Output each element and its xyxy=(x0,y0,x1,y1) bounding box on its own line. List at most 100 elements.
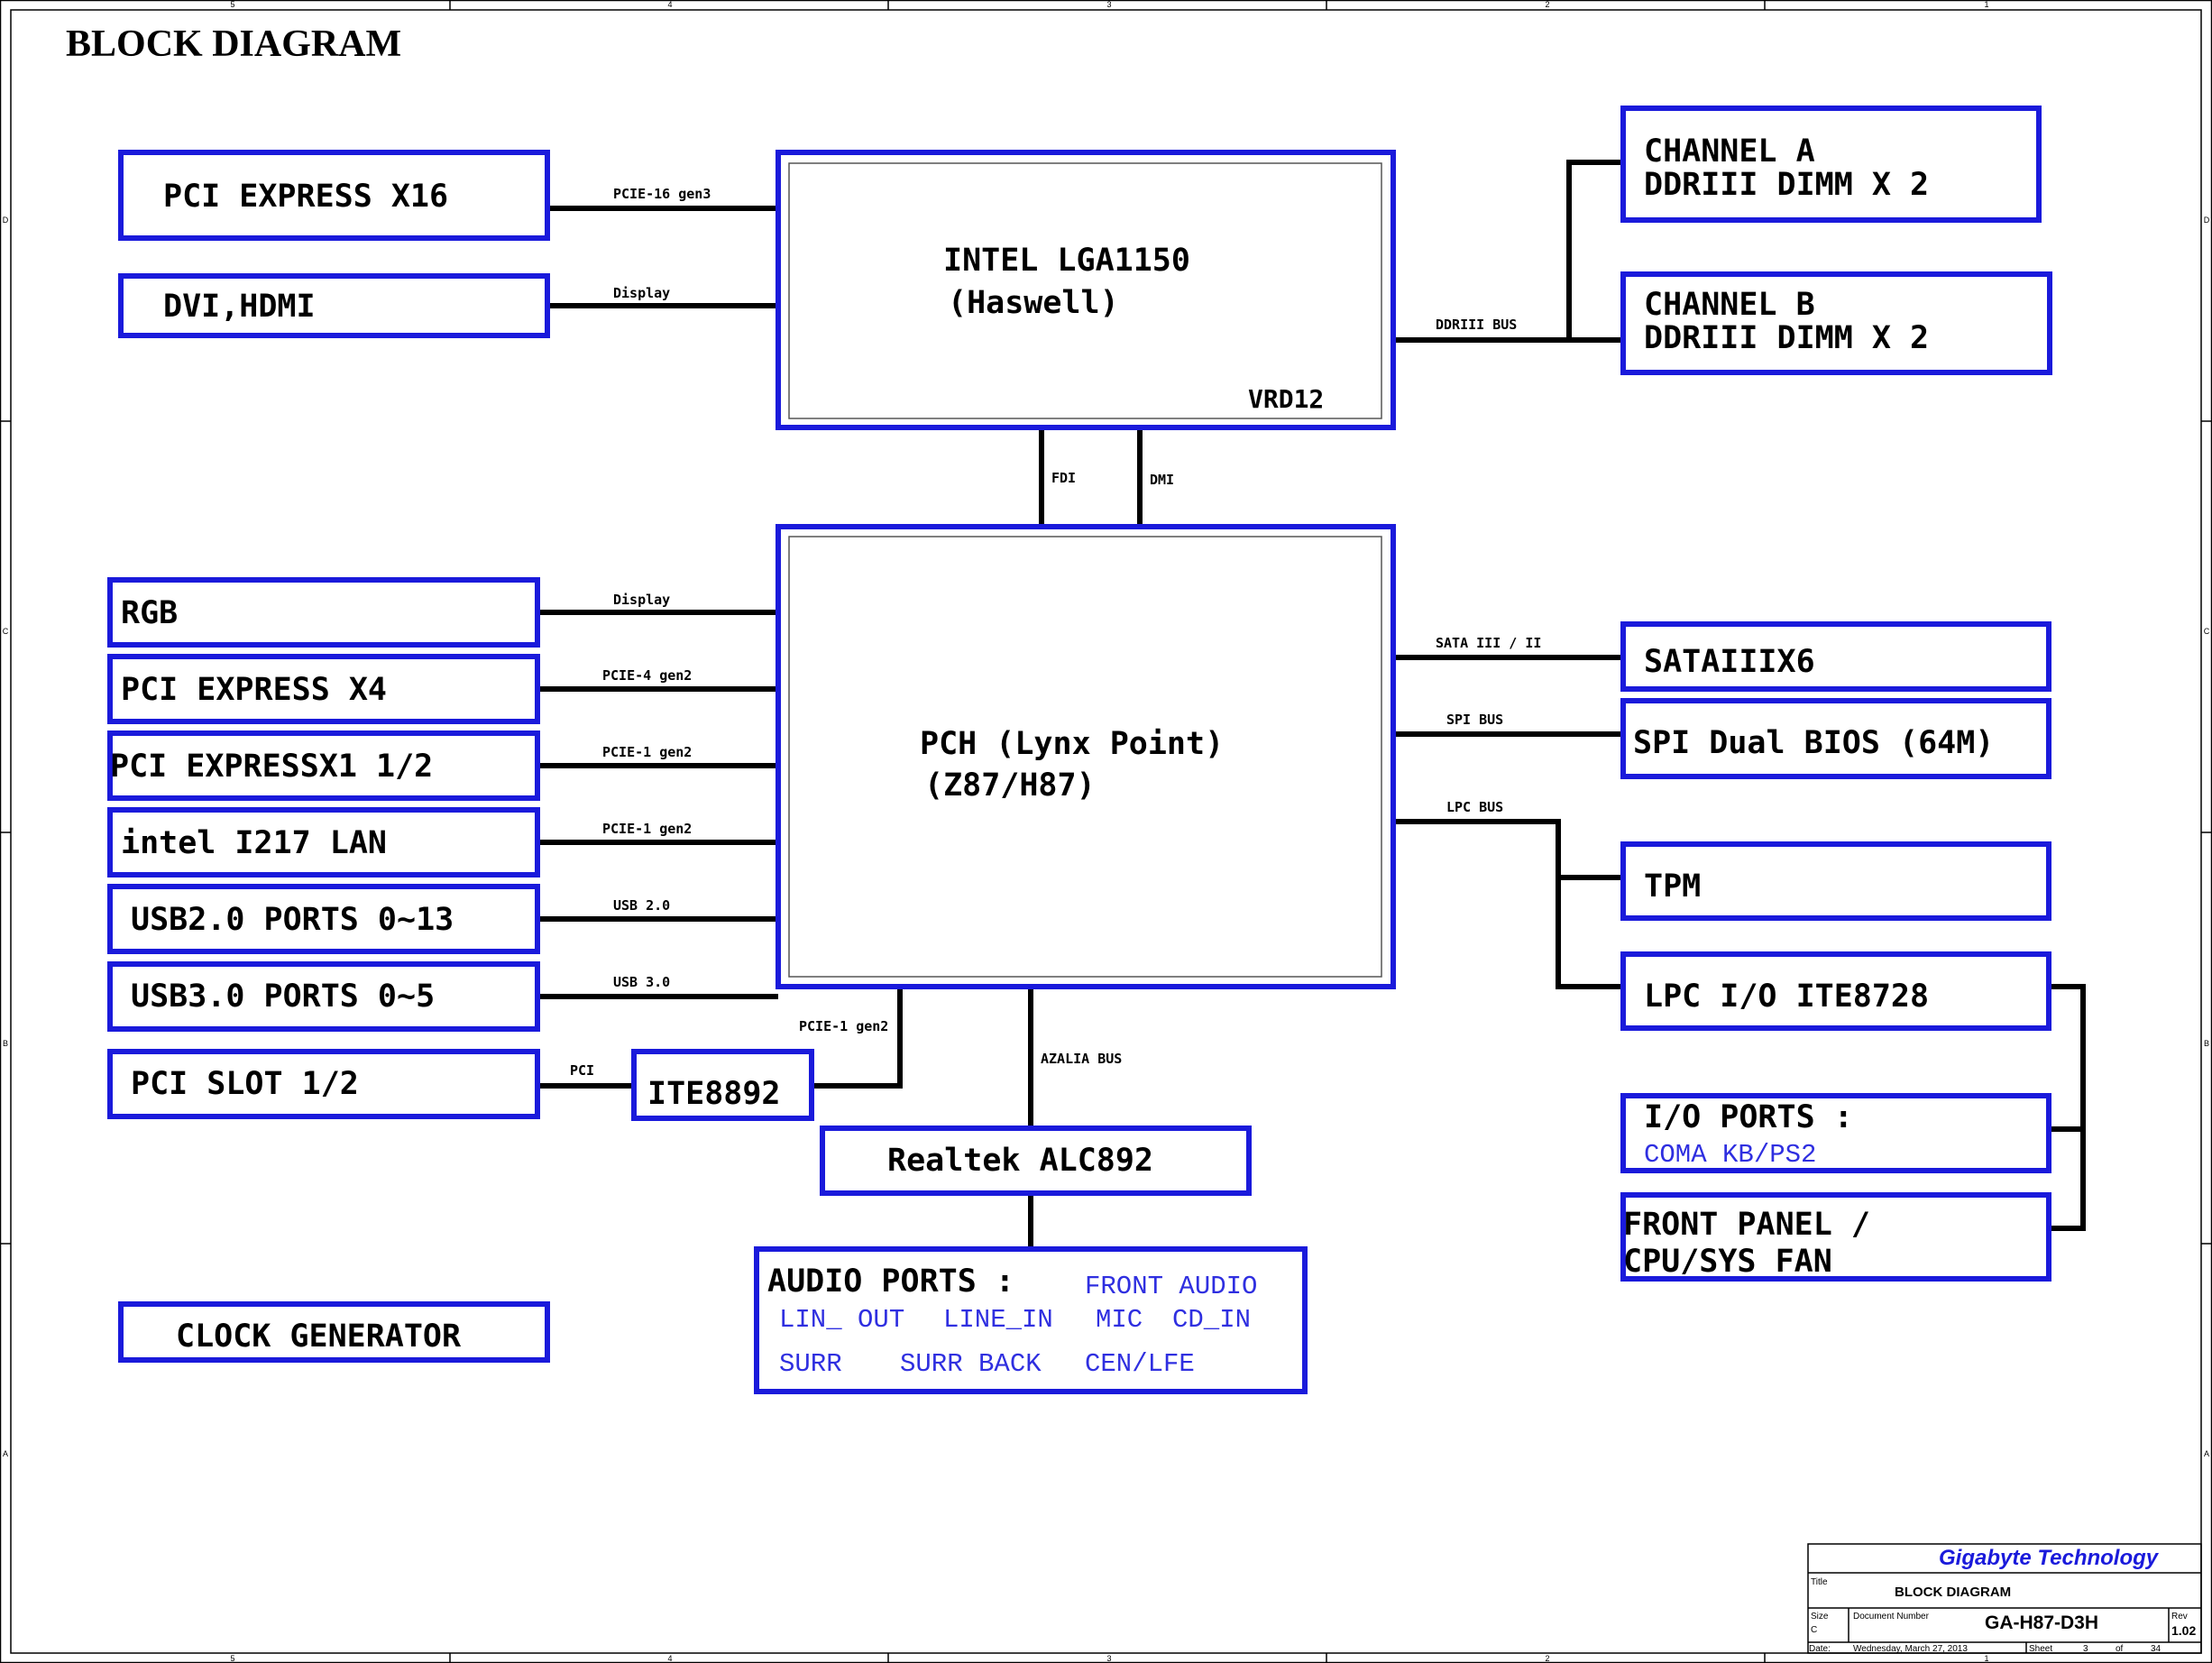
front-panel-line1: FRONT PANEL / xyxy=(1623,1207,1870,1243)
clock-label: CLOCK GENERATOR xyxy=(176,1318,462,1355)
bus-label-pcie1b: PCIE-1 gen2 xyxy=(602,821,692,837)
channel-b-block xyxy=(1620,271,2052,375)
bus-label-display-cpu: Display xyxy=(613,285,670,301)
cpu-block-inner xyxy=(788,162,1382,419)
rgb-block xyxy=(107,577,540,648)
pcie-x4-label: PCI EXPRESS X4 xyxy=(121,672,387,708)
tpm-block xyxy=(1620,841,2051,921)
bus-label-dmi: DMI xyxy=(1150,472,1174,488)
date-label: Date: xyxy=(1809,1644,1831,1654)
lan-label: intel I217 LAN xyxy=(121,825,387,861)
wire-ddr xyxy=(1393,160,1623,343)
audio-port: MIC xyxy=(1096,1305,1143,1335)
usb2-label: USB2.0 PORTS 0~13 xyxy=(131,902,454,938)
lan-block xyxy=(107,807,540,877)
realtek-block xyxy=(820,1126,1252,1196)
bus-label-pcie1c: PCIE-1 gen2 xyxy=(799,1018,888,1034)
tpm-label: TPM xyxy=(1644,868,1701,905)
audio-block xyxy=(754,1246,1308,1394)
ite8892-block xyxy=(631,1049,814,1121)
pch-label-line1: PCH (Lynx Point) xyxy=(920,726,1224,762)
bus-label-lpc: LPC BUS xyxy=(1446,799,1503,815)
clock-block xyxy=(118,1301,550,1363)
pci-slot-block xyxy=(107,1049,540,1119)
bus-label-sata: SATA III / II xyxy=(1436,635,1541,651)
sheet-label: Sheet xyxy=(2029,1644,2052,1654)
io-ports-title: I/O PORTS : xyxy=(1644,1099,1853,1135)
row-label: C xyxy=(2204,627,2210,636)
lpc-io-label: LPC I/O ITE8728 xyxy=(1644,979,1929,1015)
dvi-hdmi-block xyxy=(118,273,550,338)
col-label: 3 xyxy=(1106,0,1111,9)
pcie-x16-label: PCI EXPRESS X16 xyxy=(163,179,448,215)
audio-front: FRONT AUDIO xyxy=(1085,1272,1257,1301)
cpu-label-line2: (Haswell) xyxy=(948,285,1119,321)
date-value: Wednesday, March 27, 2013 xyxy=(1853,1644,1968,1654)
channel-b-line1: CHANNEL B xyxy=(1644,287,1815,323)
bus-label-spi: SPI BUS xyxy=(1446,712,1503,728)
bus-label-usb20: USB 2.0 xyxy=(613,897,670,914)
pcie-x1-block xyxy=(107,730,540,801)
bus-label-pcie1a: PCIE-1 gen2 xyxy=(602,744,692,760)
of-label: of xyxy=(2116,1644,2124,1654)
sata-block xyxy=(1620,621,2051,692)
block-labels: INTEL LGA1150 (Haswell) VRD12 PCH (Lynx … xyxy=(110,133,1994,1379)
size-label: Size xyxy=(1811,1612,1829,1622)
col-label: 4 xyxy=(667,0,672,9)
bus-label-pcie16: PCIE-16 gen3 xyxy=(613,186,711,202)
col-label: 1 xyxy=(1984,0,1988,9)
row-label: D xyxy=(3,216,9,225)
ite8892-label: ITE8892 xyxy=(647,1076,781,1112)
pch-block xyxy=(776,524,1396,989)
channel-a-line2: DDRIII DIMM X 2 xyxy=(1644,167,1929,203)
title-label: Title xyxy=(1811,1577,1828,1587)
col-label: 3 xyxy=(1106,1654,1111,1663)
col-label: 1 xyxy=(1984,1654,1988,1663)
usb2-block xyxy=(107,884,540,954)
wire-lpc xyxy=(1393,819,1623,989)
row-label: C xyxy=(3,627,9,636)
bus-label-display-pch: Display xyxy=(613,592,670,608)
bus-label-usb30: USB 3.0 xyxy=(613,974,670,990)
rev-label: Rev xyxy=(2171,1612,2188,1622)
bus-label-pci: PCI xyxy=(570,1062,594,1079)
pci-slot-label: PCI SLOT 1/2 xyxy=(131,1066,359,1102)
audio-title: AUDIO PORTS : xyxy=(767,1263,1014,1300)
col-label: 5 xyxy=(230,1654,234,1663)
lpc-io-block xyxy=(1620,951,2051,1031)
audio-port: LINE_IN xyxy=(943,1305,1053,1335)
cpu-block xyxy=(776,150,1396,430)
col-label: 2 xyxy=(1545,0,1549,9)
row-label: B xyxy=(2204,1039,2209,1048)
page-title: BLOCK DIAGRAM xyxy=(66,23,401,65)
cpu-label-line1: INTEL LGA1150 xyxy=(943,243,1190,279)
pch-label-line2: (Z87/H87) xyxy=(924,767,1096,804)
col-label: 4 xyxy=(667,1654,672,1663)
audio-port: SURR BACK xyxy=(900,1349,1042,1379)
blocks xyxy=(107,106,2052,1394)
cpu-label-corner: VRD12 xyxy=(1248,384,1324,414)
dvi-hdmi-label: DVI,HDMI xyxy=(163,289,316,325)
io-ports-items: COMA KB/PS2 xyxy=(1644,1140,1816,1170)
wire-pcie1c xyxy=(812,987,903,1089)
usb3-label: USB3.0 PORTS 0~5 xyxy=(131,979,435,1015)
channel-a-line1: CHANNEL A xyxy=(1644,133,1815,170)
row-label: A xyxy=(3,1449,8,1458)
sata-label: SATAIIIX6 xyxy=(1644,644,1815,680)
docnum-value: GA-H87-D3H xyxy=(1985,1612,2098,1633)
total-value: 34 xyxy=(2151,1644,2162,1654)
company-name: Gigabyte Technology xyxy=(1939,1546,2160,1570)
audio-port: SURR xyxy=(779,1349,842,1379)
channel-b-line2: DDRIII DIMM X 2 xyxy=(1644,320,1929,356)
rgb-label: RGB xyxy=(121,595,178,631)
spi-label: SPI Dual BIOS (64M) xyxy=(1633,725,1994,761)
sheet-value: 3 xyxy=(2083,1644,2088,1654)
pcie-x1-label: PCI EXPRESSX1 1/2 xyxy=(110,749,433,785)
bus-label-pcie4: PCIE-4 gen2 xyxy=(602,667,692,684)
wires xyxy=(537,160,2086,1249)
row-label: B xyxy=(3,1039,8,1048)
io-ports-block xyxy=(1620,1093,2051,1173)
pcie-x16-block xyxy=(118,150,550,241)
spi-block xyxy=(1620,698,2051,779)
